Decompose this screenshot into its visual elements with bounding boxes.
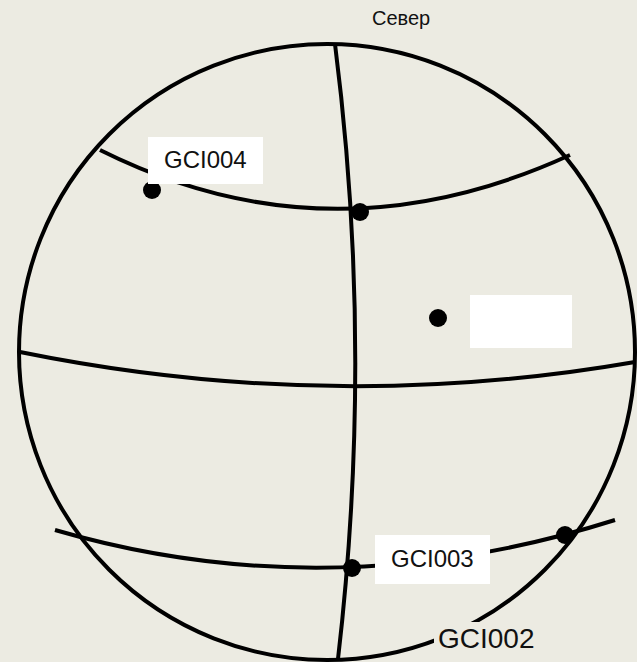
point-label: GCI002 <box>434 622 539 656</box>
point-label: GCI004 <box>148 137 263 184</box>
direction-label: Север <box>368 4 434 32</box>
point-label: GCI003 <box>375 535 490 584</box>
globe-outline <box>19 44 635 660</box>
equator <box>20 352 635 386</box>
point-dot <box>343 559 361 577</box>
lower-parallel <box>55 520 615 568</box>
point-dot <box>556 526 574 544</box>
point-dot <box>429 309 447 327</box>
blank-label-box <box>470 295 572 348</box>
point-dot <box>351 203 369 221</box>
